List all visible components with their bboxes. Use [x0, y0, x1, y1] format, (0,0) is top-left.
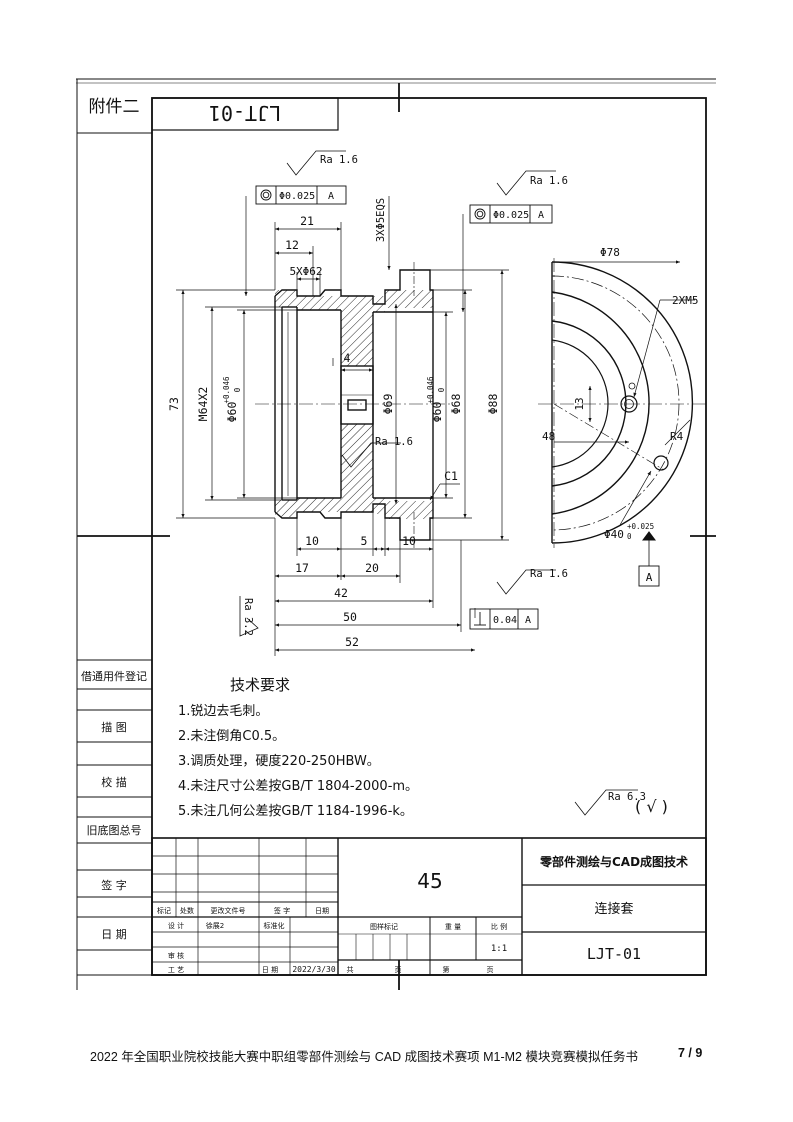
tb-scale-value: 1:1	[491, 944, 507, 954]
tb-header-3: 更改文件号	[211, 906, 246, 915]
dim-d69: Φ69	[381, 394, 395, 415]
general-roughness: Ra 6.3 ( √ )	[574, 789, 668, 816]
tb-page-label: 第	[443, 965, 450, 974]
tb-header-5: 日期	[315, 907, 329, 915]
dim-10a: 10	[305, 534, 319, 548]
roughness-center: Ra 1.6	[375, 436, 413, 448]
roughness-top-left: Ra 1.6	[320, 154, 358, 166]
holes-callout: 3XΦ5EQS	[375, 198, 387, 242]
attachment-label: 附件二	[89, 97, 140, 117]
tech-req-item-2: 2.未注倒角C0.5。	[178, 729, 285, 744]
dim-d68: Φ68	[449, 394, 463, 415]
dim-d60-left-tol2: 0	[233, 387, 242, 392]
side-dim-d40: Φ40	[604, 528, 624, 541]
side-dim-13: 13	[573, 397, 586, 410]
tb-page-label2: 页	[487, 966, 494, 974]
dim-42: 42	[334, 586, 348, 600]
tb-header-4: 签 字	[274, 906, 290, 915]
tb-header-2: 处数	[180, 906, 194, 915]
tb-standard: 标准化	[264, 921, 285, 930]
dim-50: 50	[343, 610, 357, 624]
side-r4: R4	[670, 430, 684, 443]
drawing-number: LJT-01	[587, 945, 641, 963]
dim-d60-left: Φ60	[225, 402, 239, 423]
side-datum: A	[646, 571, 653, 584]
tb-date-value: 2022/3/30	[292, 965, 336, 974]
dim-d60-right: Φ60	[430, 402, 444, 423]
dim-17: 17	[295, 561, 309, 575]
side-dim-48: 48	[542, 430, 555, 443]
tb-stage-label: 图样标记	[370, 922, 398, 931]
dim-5: 5	[361, 534, 368, 548]
strip-label-1: 借通用件登记	[81, 669, 147, 683]
title-block	[151, 837, 707, 976]
tb-review: 审 核	[168, 951, 184, 960]
title-block-text: 45 零部件测绘与CAD成图技术 连接套 LJT-01 标记 处数 更改文件号 …	[157, 854, 688, 974]
tech-req-title: 技术要求	[230, 676, 290, 694]
dim-c1: C1	[444, 469, 458, 483]
fcf-right-datum: A	[538, 210, 544, 221]
dim-10b: 10	[402, 534, 416, 548]
strip-label-4: 旧底图总号	[87, 823, 142, 837]
tb-total-label: 共	[347, 965, 354, 974]
roughness-left: Ra 3.2	[242, 598, 254, 636]
general-roughness-value: Ra 6.3	[608, 791, 646, 803]
side-dim-d78: Φ78	[600, 246, 620, 259]
strip-label-3: 校 描	[101, 775, 127, 789]
dim-m64: M64X2	[196, 387, 210, 422]
tb-process: 工 艺	[168, 966, 184, 974]
material: 45	[417, 869, 442, 893]
fcf-bottom-value: 0.04	[493, 615, 517, 626]
section-view: 21 12 5XΦ62 4 73 M64X2 Φ60 +0.046 0 Φ69 …	[167, 150, 568, 656]
tb-design: 设 计	[168, 921, 184, 930]
dim-d60-right-tol2: 0	[437, 387, 446, 392]
fcf-left-value: Φ0.025	[279, 191, 315, 202]
strip-label-2: 描 图	[101, 720, 127, 734]
dim-20: 20	[365, 561, 379, 575]
side-dim-d40-tol2: 0	[627, 532, 632, 541]
dim-d60-left-tol: +0.046	[222, 376, 231, 404]
dim-52: 52	[345, 635, 359, 649]
tb-designer: 徐展2	[206, 921, 224, 930]
tech-req-item-4: 4.未注尺寸公差按GB/T 1804-2000-m。	[178, 779, 418, 794]
dim-d88: Φ88	[486, 394, 500, 415]
fcf-right-value: Φ0.025	[493, 210, 529, 221]
strip-label-6: 日 期	[101, 928, 127, 941]
dim-21: 21	[300, 214, 314, 228]
tb-sheet-label: 页	[395, 966, 402, 974]
page-number: 7 / 9	[678, 1046, 703, 1060]
strip-label-5: 签 字	[101, 878, 127, 892]
side-view: Φ78 2XM5 13 48 R4 Φ40 +0.025 0 A	[538, 246, 706, 587]
tb-header-1: 标记	[157, 906, 171, 915]
dim-73: 73	[167, 397, 181, 411]
tech-req-item-3: 3.调质处理，硬度220-250HBW。	[178, 753, 380, 769]
fcf-left-datum: A	[328, 191, 334, 202]
competition-name: 零部件测绘与CAD成图技术	[539, 854, 688, 869]
dim-12: 12	[285, 238, 299, 252]
fcf-bottom-datum: A	[525, 615, 531, 626]
technical-requirements: 技术要求 1.锐边去毛刺。 2.未注倒角C0.5。 3.调质处理，硬度220-2…	[178, 676, 418, 819]
roughness-top-right: Ra 1.6	[530, 175, 568, 187]
drawing-number-box-text: LJT-01	[209, 101, 281, 125]
dim-5x62: 5XΦ62	[289, 265, 322, 278]
side-thread: 2XM5	[672, 294, 699, 307]
side-dim-d40-tol: +0.025	[627, 522, 654, 531]
tb-scale-label: 比 例	[491, 922, 507, 931]
tech-req-item-1: 1.锐边去毛刺。	[178, 704, 268, 719]
dim-4: 4	[344, 351, 351, 365]
part-name: 连接套	[594, 901, 633, 917]
footer-text: 2022 年全国职业院校技能大赛中职组零部件测绘与 CAD 成图技术赛项 M1-…	[90, 1050, 638, 1064]
tech-req-item-5: 5.未注几何公差按GB/T 1184-1996-k。	[178, 803, 413, 819]
general-roughness-paren: ( √ )	[635, 797, 668, 816]
page-footer: 2022 年全国职业院校技能大赛中职组零部件测绘与 CAD 成图技术赛项 M1-…	[0, 1046, 793, 1066]
drawing-number-box	[151, 97, 339, 131]
roughness-bottom: Ra 1.6	[530, 568, 568, 580]
dim-d60-right-tol: +0.046	[426, 376, 435, 404]
tb-weight-label: 重 量	[445, 923, 461, 931]
tb-date-label: 日 期	[262, 966, 278, 974]
